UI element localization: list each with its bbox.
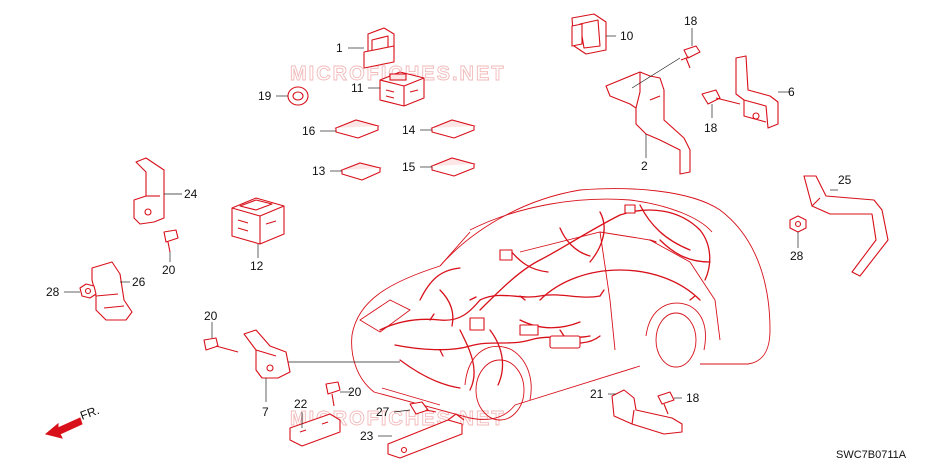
leader-27 xyxy=(393,409,411,413)
callout-12: 12 xyxy=(250,259,264,273)
callout-20-left: 20 xyxy=(162,263,176,277)
part-2-bracket xyxy=(605,71,691,175)
part-18-bolt-a xyxy=(680,45,701,69)
part-20-bolt-c xyxy=(325,381,341,407)
part-11-connector xyxy=(379,71,425,107)
callout-18-bottom: 18 xyxy=(686,391,700,405)
part-20-bolt-a xyxy=(163,229,179,253)
callout-23: 23 xyxy=(360,429,374,443)
callout-28-right: 28 xyxy=(790,249,804,263)
part-1-connector-bracket xyxy=(363,27,395,69)
callout-labels: 1 2 6 7 10 11 12 13 14 15 16 18 18 18 19… xyxy=(46,14,852,443)
callout-25: 25 xyxy=(838,173,852,187)
callout-7: 7 xyxy=(262,405,269,419)
part-25-bracket xyxy=(803,175,889,277)
callout-14: 14 xyxy=(402,123,416,137)
callout-27: 27 xyxy=(376,405,390,419)
callout-20-bottom: 20 xyxy=(348,385,362,399)
part-22-plate xyxy=(289,413,341,447)
leader-2-bolt xyxy=(631,57,681,89)
callout-1: 1 xyxy=(336,41,343,55)
part-7-bracket xyxy=(243,329,291,379)
callout-26: 26 xyxy=(132,275,146,289)
callout-2: 2 xyxy=(641,159,648,173)
part-18-bolt-b xyxy=(701,89,741,105)
part-19-grommet xyxy=(287,86,309,106)
part-27-bolt xyxy=(409,401,437,415)
callout-6: 6 xyxy=(788,85,795,99)
front-arrow-icon xyxy=(44,417,83,439)
part-6-bracket xyxy=(735,55,779,129)
part-13-pad xyxy=(340,162,382,181)
vehicle-body xyxy=(351,188,771,421)
part-12-relay-box xyxy=(231,197,285,245)
diagram-code: SWC7B0711A xyxy=(836,449,907,461)
part-26-bracket xyxy=(91,261,133,321)
callout-19: 19 xyxy=(258,89,272,103)
part-24-bracket xyxy=(133,157,165,225)
part-21-bracket xyxy=(611,389,683,435)
callout-13: 13 xyxy=(312,164,326,178)
callout-11: 11 xyxy=(351,81,364,95)
part-18-bolt-c xyxy=(657,391,675,415)
part-28-nut-b xyxy=(789,215,807,233)
callout-28-left: 28 xyxy=(46,285,60,299)
part-23-bracket xyxy=(387,413,465,459)
wire-harness xyxy=(379,204,711,391)
callout-22: 22 xyxy=(294,397,308,411)
callout-16: 16 xyxy=(302,124,316,138)
part-15-pad xyxy=(430,157,476,177)
callout-24: 24 xyxy=(184,187,198,201)
part-10-clip xyxy=(571,13,607,55)
callout-20-bracket: 20 xyxy=(204,309,218,323)
part-14-pad xyxy=(430,119,476,139)
callout-10: 10 xyxy=(620,29,634,43)
callout-18-middle: 18 xyxy=(704,121,718,135)
front-arrow-label: FR. xyxy=(78,403,101,423)
part-28-nut-a xyxy=(79,283,97,299)
part-16-pad xyxy=(334,119,380,139)
part-20-bolt-b xyxy=(203,337,239,353)
callout-18-top: 18 xyxy=(684,14,698,28)
callout-21: 21 xyxy=(590,387,604,401)
callout-15: 15 xyxy=(402,160,416,174)
